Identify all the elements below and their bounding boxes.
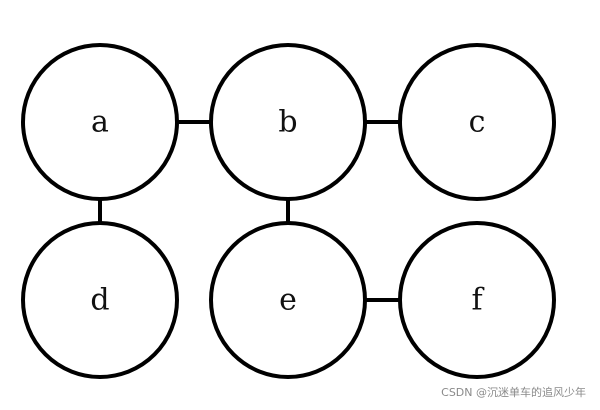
node-a: a [21, 43, 179, 201]
node-circle-d [21, 221, 179, 379]
node-d: d [21, 221, 179, 379]
node-e: e [209, 221, 367, 379]
node-label-c: c [469, 105, 486, 140]
node-b: b [209, 43, 367, 201]
watermark: CSDN @沉迷单车的追风少年 [441, 386, 586, 399]
edges-layer [98, 120, 400, 302]
node-circle-f [398, 221, 556, 379]
node-circle-c [398, 43, 556, 201]
nodes-layer: a b c d e f [21, 43, 556, 379]
node-label-f: f [471, 283, 484, 318]
node-label-b: b [278, 105, 297, 140]
node-label-e: e [279, 283, 297, 318]
node-label-a: a [91, 105, 109, 140]
node-circle-e [209, 221, 367, 379]
node-c: c [398, 43, 556, 201]
node-label-d: d [90, 283, 109, 318]
node-circle-a [21, 43, 179, 201]
node-f: f [398, 221, 556, 379]
node-circle-b [209, 43, 367, 201]
